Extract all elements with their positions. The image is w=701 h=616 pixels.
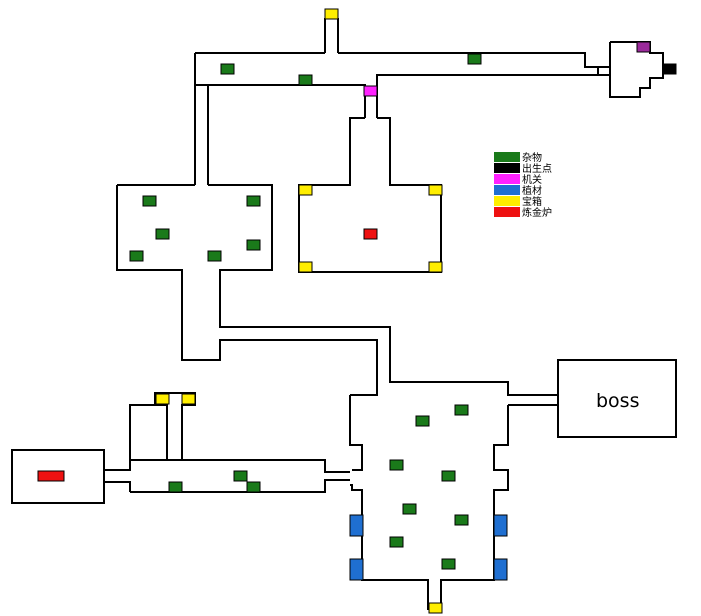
chest	[181, 393, 196, 405]
switches	[363, 41, 651, 97]
legend-label-switch: 机关	[522, 173, 542, 186]
chest	[298, 184, 313, 196]
chests	[155, 8, 443, 614]
legend-swatch-misc	[494, 152, 520, 162]
legend-label-material: 植材	[522, 184, 542, 197]
legend-swatch-chest	[494, 196, 520, 206]
misc-item	[233, 470, 248, 482]
material	[493, 558, 508, 581]
misc-item	[454, 514, 469, 526]
legend-label-spawn: 出生点	[522, 162, 552, 175]
furnace	[37, 470, 65, 482]
legend-swatch-spawn	[494, 163, 520, 173]
chest	[298, 261, 313, 273]
chest	[428, 602, 443, 614]
furnace	[363, 228, 378, 240]
misc-item	[155, 228, 170, 240]
legend-swatch-material	[494, 185, 520, 195]
spawn	[662, 63, 677, 75]
material	[349, 558, 364, 581]
legend: 杂物 出生点 机关 植材 宝箱 炼金炉	[494, 151, 552, 219]
material	[349, 514, 364, 537]
switch	[636, 41, 651, 53]
legend-label-chest: 宝箱	[522, 195, 542, 208]
chest	[428, 184, 443, 196]
misc-item	[207, 250, 222, 262]
misc-item	[389, 459, 404, 471]
chest	[428, 261, 443, 273]
misc-item	[441, 558, 456, 570]
misc-item	[246, 195, 261, 207]
misc-item	[454, 404, 469, 416]
misc-item	[142, 195, 157, 207]
misc-item	[129, 250, 144, 262]
legend-label-misc: 杂物	[522, 151, 542, 164]
misc-item	[402, 503, 417, 515]
misc-item	[467, 53, 482, 65]
furnaces	[37, 228, 378, 482]
map-walls	[11, 18, 677, 610]
material	[493, 514, 508, 537]
misc-items	[129, 53, 482, 570]
chest	[155, 393, 170, 405]
switch	[363, 85, 378, 97]
misc-item	[246, 239, 261, 251]
misc-item	[220, 63, 235, 75]
legend-swatch-furnace	[494, 207, 520, 217]
misc-item	[246, 481, 261, 493]
legend-label-furnace: 炼金炉	[522, 206, 552, 219]
misc-item	[298, 74, 313, 86]
spawn-point	[662, 63, 677, 75]
materials	[349, 514, 508, 581]
misc-item	[168, 481, 183, 493]
legend-swatch-switch	[494, 174, 520, 184]
boss-label: boss	[596, 390, 639, 412]
misc-item	[389, 536, 404, 548]
misc-item	[441, 470, 456, 482]
chest	[324, 8, 339, 20]
misc-item	[415, 415, 430, 427]
